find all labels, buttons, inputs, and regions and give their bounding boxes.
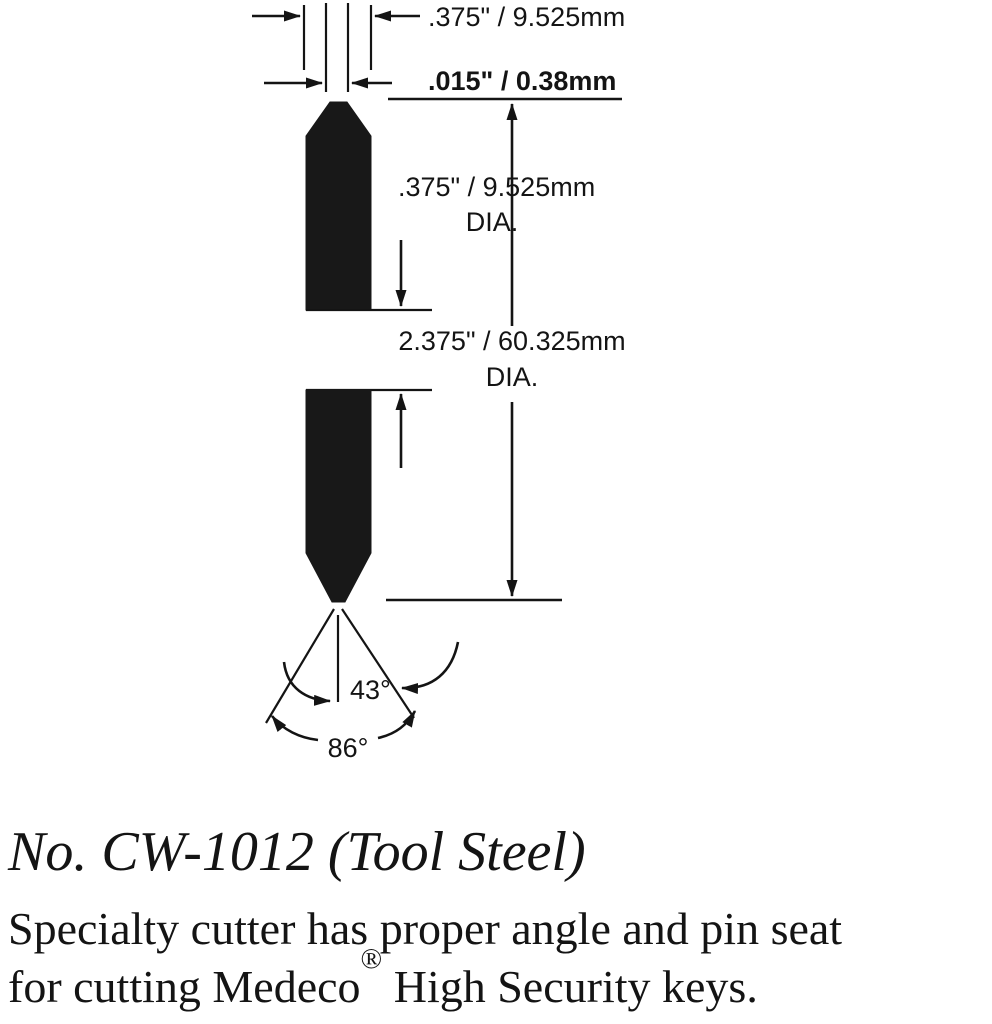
- cutter-technical-drawing: .375" / 9.525mm .015" / 0.38mm .375" / 9…: [252, 2, 626, 763]
- dim-label-arbor: .375" / 9.525mm: [398, 172, 595, 202]
- dimension-tip-flat: .015" / 0.38mm: [264, 66, 622, 101]
- cutter-lower-profile: [305, 389, 372, 603]
- dimension-wheel: 2.375" / 60.325mm DIA.: [386, 103, 626, 602]
- dim-label-tip-width: .375" / 9.525mm: [428, 2, 625, 32]
- dim-label-tip-flat: .015" / 0.38mm: [428, 66, 616, 96]
- extension-lines: [302, 3, 373, 92]
- angle-left-line: [265, 608, 335, 724]
- dim-label-wheel-dia: DIA.: [486, 362, 539, 392]
- dim-label-arbor-dia: DIA.: [466, 207, 519, 237]
- dimension-tip-width: .375" / 9.525mm: [252, 2, 625, 32]
- description-line-2-suffix: High Security keys.: [382, 960, 758, 1012]
- angle-leader-left: [282, 661, 331, 706]
- full-angle-arc-right: [377, 710, 417, 740]
- angle-full-label: 86°: [328, 733, 369, 763]
- angle-leader-right: [401, 641, 460, 695]
- product-number-title: No. CW-1012 (Tool Steel): [8, 821, 586, 883]
- full-angle-arc-left: [270, 715, 319, 742]
- angle-right-line: [341, 608, 415, 719]
- description-line-2-prefix: for cutting Medeco: [8, 960, 361, 1012]
- description-line-2: for cutting Medeco® High Security keys.: [8, 945, 992, 1016]
- caption-block: No. CW-1012 (Tool Steel) Specialty cutte…: [8, 821, 992, 1016]
- dim-label-wheel: 2.375" / 60.325mm: [398, 326, 625, 356]
- description-line-1: Specialty cutter has proper angle and pi…: [8, 902, 843, 954]
- point-angle-annotation: 43° 86°: [265, 608, 460, 763]
- angle-half-label: 43°: [350, 675, 391, 705]
- cutter-upper-profile: [305, 101, 372, 311]
- registered-trademark-symbol: ®: [360, 943, 383, 975]
